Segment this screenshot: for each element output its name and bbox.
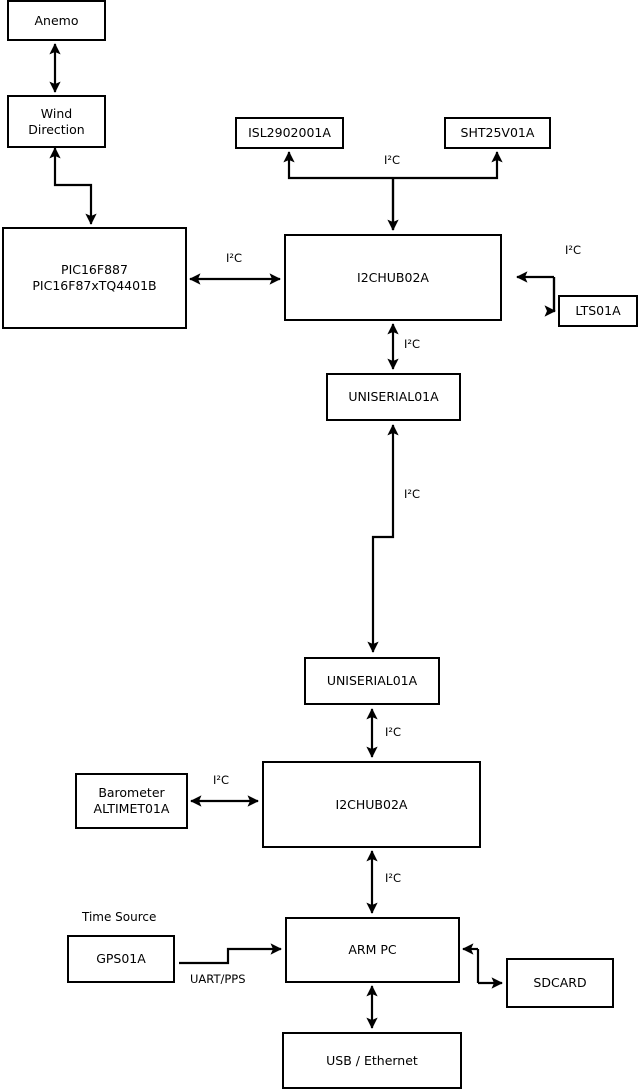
edge-gps-armpc: [179, 943, 282, 965]
node-usb-ethernet[interactable]: USB / Ethernet: [282, 1032, 462, 1089]
edge-wind-pic: [49, 147, 97, 225]
node-wind-direction[interactable]: Wind Direction: [7, 95, 106, 148]
node-arm-pc[interactable]: ARM PC: [285, 917, 460, 983]
node-pic-microcontroller[interactable]: PIC16F887 PIC16F87xTQ4401B: [2, 227, 187, 329]
edge-label-hub-lts: I²C: [565, 243, 582, 257]
node-sdcard[interactable]: SDCARD: [506, 958, 614, 1008]
node-isl2902001a[interactable]: ISL2902001A: [235, 117, 344, 149]
node-sht25v01a[interactable]: SHT25V01A: [444, 117, 551, 149]
node-barometer-altimet01a[interactable]: Barometer ALTIMET01A: [75, 773, 188, 829]
node-i2chub02a-top[interactable]: I2CHUB02A: [284, 234, 502, 321]
label-time-source: Time Source: [82, 910, 157, 924]
edge-hub-to-lts: [544, 277, 556, 317]
edge-label-hubbot-armpc: I²C: [385, 871, 402, 885]
node-lts01a[interactable]: LTS01A: [558, 295, 638, 327]
node-anemo[interactable]: Anemo: [7, 0, 106, 41]
edge-label-hub-sensors: I²C: [384, 153, 401, 167]
node-uniserial01a-top[interactable]: UNISERIAL01A: [326, 373, 461, 421]
node-gps01a[interactable]: GPS01A: [67, 935, 175, 983]
edge-label-hub-uniserial: I²C: [404, 337, 421, 351]
node-i2chub02a-bottom[interactable]: I2CHUB02A: [262, 761, 481, 848]
edge-uniserial-link: [367, 424, 399, 653]
edge-label-uniserial-hubbot: I²C: [385, 725, 402, 739]
node-uniserial01a-bottom[interactable]: UNISERIAL01A: [304, 657, 440, 705]
edge-label-gps-armpc: UART/PPS: [190, 972, 246, 986]
edge-label-pic-hub: I²C: [226, 251, 243, 265]
edge-label-barometer-hubbot: I²C: [213, 773, 230, 787]
edge-bus-to-isl: [283, 151, 393, 180]
edge-bus-to-sht: [393, 151, 503, 180]
edge-label-uniserial-uniserial: I²C: [404, 487, 421, 501]
